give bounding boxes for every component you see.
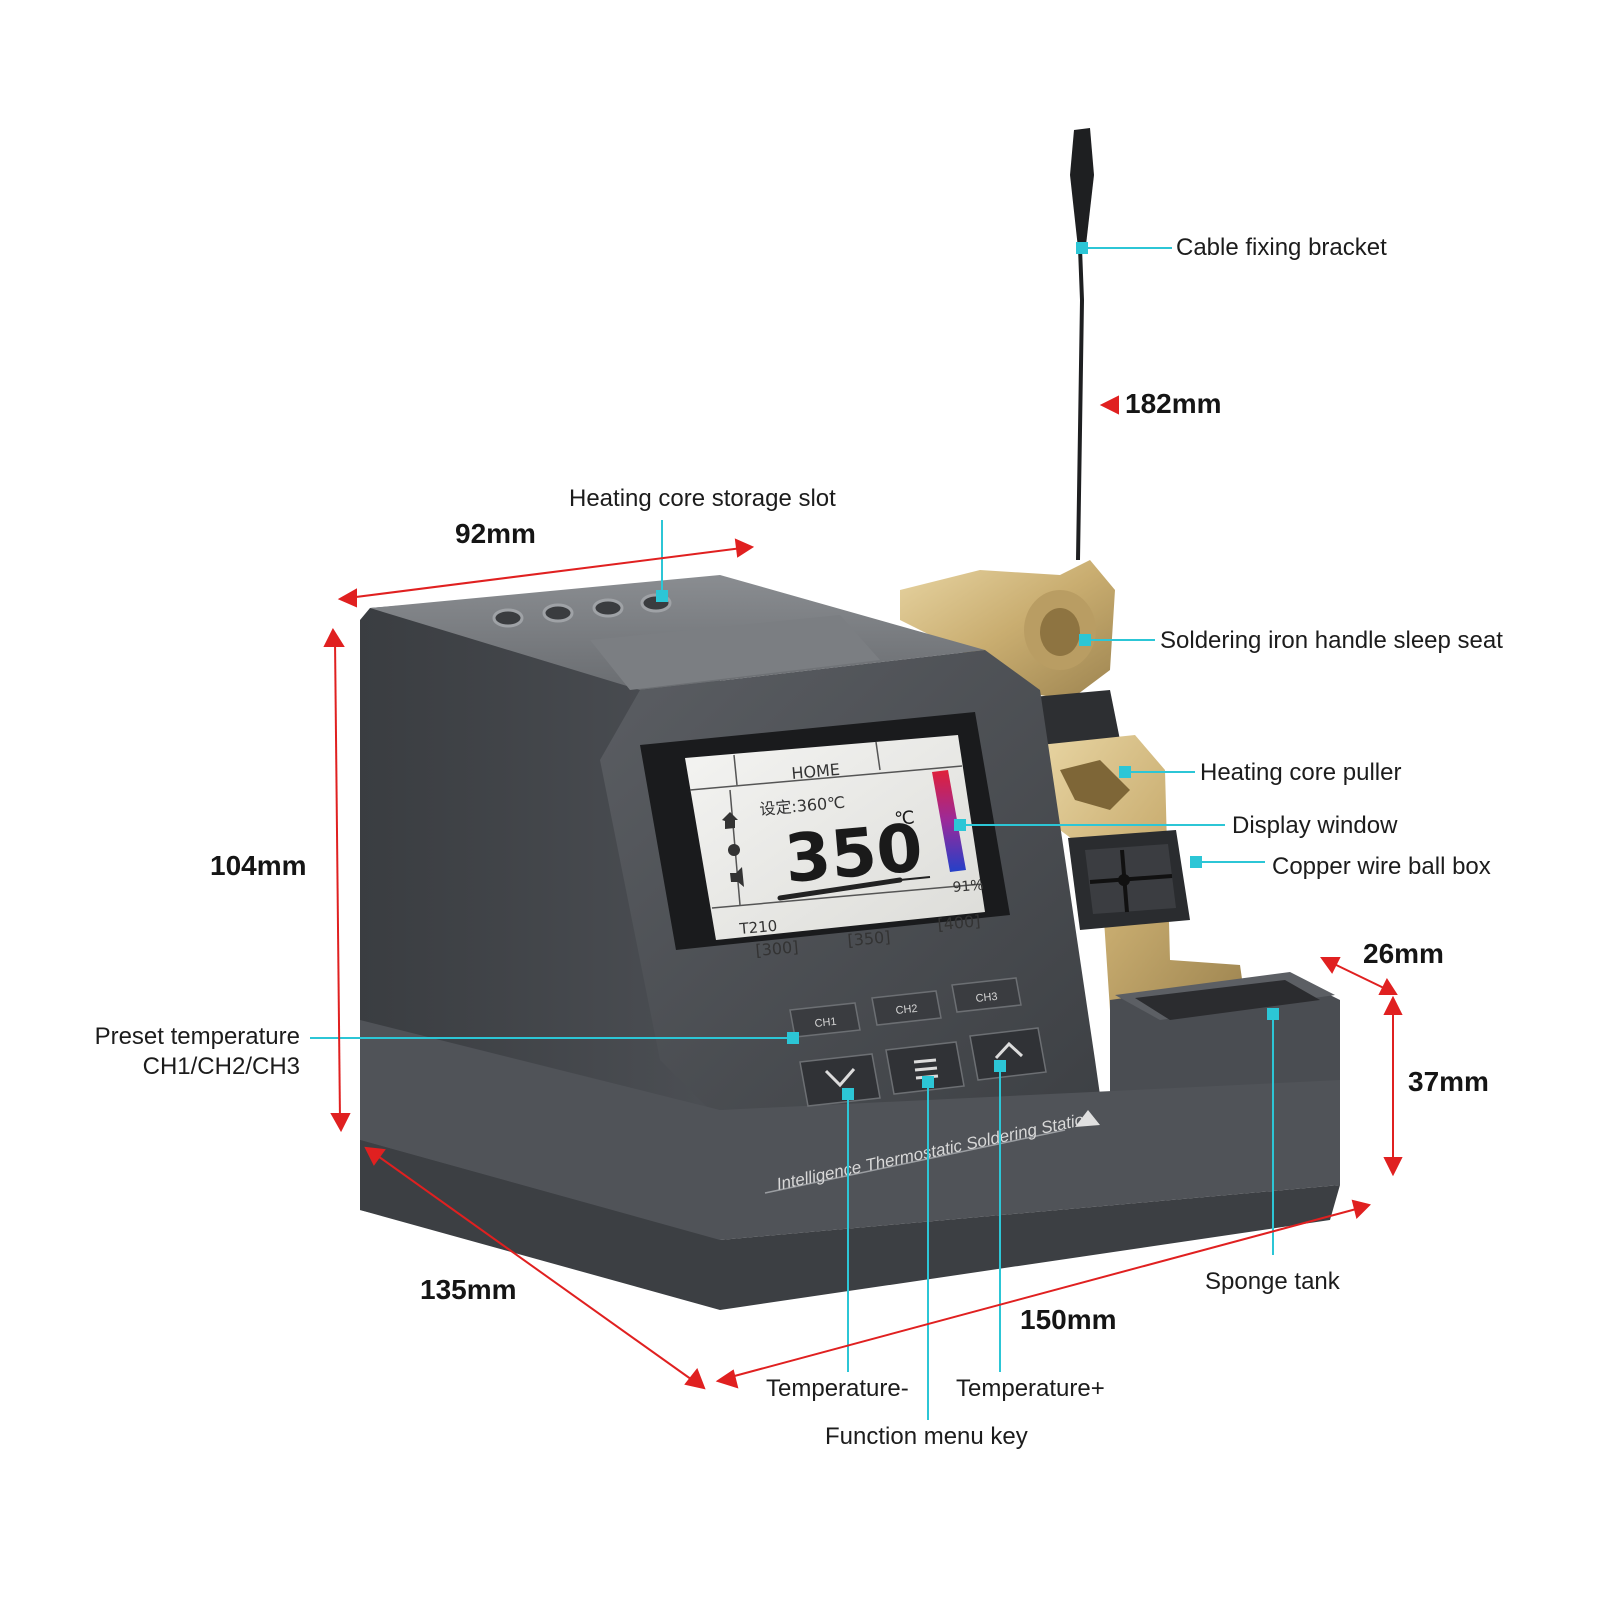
dimension-sponge-height: 37mm (1408, 1066, 1489, 1097)
gear-icon (728, 844, 740, 856)
temperature-plus-button[interactable] (969, 1027, 1047, 1081)
housing-base-lower (360, 1140, 1340, 1310)
display-window (685, 735, 985, 940)
dimension-cable-height: 182mm (1125, 388, 1222, 419)
callout-cable-fixing-bracket: Cable fixing bracket (1176, 234, 1387, 261)
housing-base (360, 1020, 1340, 1240)
cable-fixing-bracket-part (1070, 128, 1094, 561)
dimension-lines (323, 395, 1403, 1390)
dimension-top-depth: 92mm (455, 518, 536, 549)
callout-temperature-minus: Temperature- (766, 1375, 909, 1402)
callout-function-menu-key: Function menu key (825, 1423, 1028, 1450)
brand-logo (1075, 1110, 1100, 1127)
screen-power: 91% (952, 877, 984, 896)
screen-tip-model: T210 (738, 917, 778, 938)
callout-display-window: Display window (1232, 812, 1398, 839)
top-panel-recess (590, 615, 880, 690)
callout-sponge-tank: Sponge tank (1205, 1268, 1340, 1295)
leader-dots (656, 242, 1279, 1100)
temperature-bar (932, 770, 966, 872)
screen-temperature: 350 (782, 809, 926, 898)
ch3-button[interactable]: CH3 (951, 977, 1022, 1013)
ch3-label: CH3 (975, 991, 998, 1005)
callout-preset-temperature-line2: CH1/CH2/CH3 (142, 1053, 300, 1080)
callout-copper-wire-ball-box: Copper wire ball box (1272, 853, 1491, 880)
callout-heating-core-puller: Heating core puller (1200, 759, 1402, 786)
speaker-icon (730, 867, 744, 887)
callout-temperature-plus: Temperature+ (956, 1375, 1105, 1402)
ch2-button[interactable]: CH2 (871, 990, 942, 1026)
screen-preset-3: [400] (937, 911, 982, 934)
leader-lines (310, 247, 1274, 1420)
screen-preset-2: [350] (847, 927, 892, 950)
home-icon (722, 812, 738, 829)
callout-soldering-iron-handle-sleep-seat: Soldering iron handle sleep seat (1160, 627, 1503, 654)
dimension-width: 150mm (1020, 1304, 1117, 1335)
dimension-side-depth: 135mm (420, 1274, 517, 1305)
screen-title: HOME (791, 760, 841, 783)
ch2-label: CH2 (895, 1003, 918, 1017)
heating-core-storage-slots (492, 593, 672, 628)
chevron-up-icon (994, 1041, 1024, 1060)
dimension-height: 104mm (210, 850, 307, 881)
function-menu-button[interactable] (885, 1041, 965, 1095)
screen-preset-1: [300] (755, 937, 800, 960)
callout-heating-core-storage-slot: Heating core storage slot (569, 485, 836, 512)
copper-wire-ball-box-part (1068, 830, 1190, 930)
screen-unit: ℃ (894, 807, 916, 830)
dimension-sponge-width: 26mm (1363, 938, 1444, 969)
callout-preset-temperature: Preset temperature CH1/CH2/CH3 (60, 1022, 300, 1082)
temperature-minus-button[interactable] (799, 1053, 881, 1107)
chevron-down-icon (824, 1068, 856, 1088)
ch1-label: CH1 (814, 1016, 837, 1030)
callout-preset-temperature-line1: Preset temperature (94, 1023, 300, 1050)
ch1-button[interactable]: CH1 (789, 1002, 861, 1038)
